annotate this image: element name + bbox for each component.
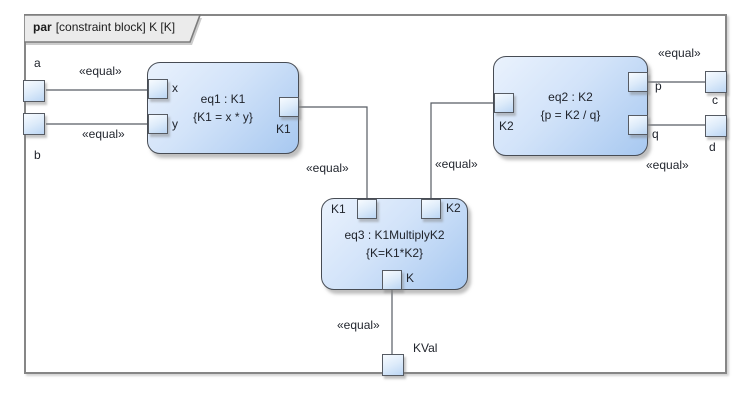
- stereotype-label-k-kval: «equal»: [337, 318, 380, 332]
- stereotype-label-a-x: «equal»: [79, 64, 122, 78]
- connector-k2-k2[interactable]: [430, 102, 494, 200]
- port-c[interactable]: [705, 71, 727, 93]
- port-eq3-k2[interactable]: [421, 199, 441, 219]
- port-label-eq1-k1: K1: [276, 122, 291, 136]
- block-name: eq2 : K2: [548, 90, 593, 104]
- constraint-block-eq2[interactable]: eq2 : K2 {p = K2 / q}: [493, 56, 648, 156]
- port-label-eq3-k1: K1: [331, 202, 346, 216]
- port-kval[interactable]: [382, 354, 404, 376]
- block-name: eq3 : K1MultiplyK2: [344, 228, 445, 242]
- port-label-b: b: [34, 148, 41, 162]
- port-a[interactable]: [23, 80, 45, 102]
- port-eq2-q[interactable]: [628, 115, 648, 135]
- port-eq1-x[interactable]: [148, 79, 168, 99]
- port-eq1-y[interactable]: [148, 114, 168, 134]
- port-b[interactable]: [23, 113, 45, 135]
- port-label-d: d: [709, 140, 716, 154]
- port-label-eq1-y: y: [172, 117, 178, 131]
- port-eq3-k[interactable]: [382, 270, 402, 290]
- port-label-eq3-k: K: [406, 271, 415, 285]
- stereotype-label-p-c: «equal»: [658, 46, 701, 60]
- block-constraint: {p = K2 / q}: [540, 108, 601, 122]
- port-label-c: c: [712, 93, 718, 107]
- port-label-kval: KVal: [413, 341, 438, 355]
- stereotype-label-k1-k1: «equal»: [306, 161, 349, 175]
- port-eq2-p[interactable]: [628, 72, 648, 92]
- stereotype-label-b-y: «equal»: [82, 127, 125, 141]
- stereotype-label-q-d: «equal»: [646, 158, 689, 172]
- port-label-eq3-k2: K2: [446, 201, 461, 215]
- port-eq1-k1[interactable]: [279, 97, 299, 117]
- frame-tab: [24, 14, 202, 45]
- block-constraint: {K=K1*K2}: [365, 246, 424, 260]
- port-eq3-k1[interactable]: [357, 199, 377, 219]
- port-label-eq2-k2: K2: [499, 119, 514, 133]
- port-label-eq2-p: p: [655, 79, 662, 93]
- diagram-frame: [24, 14, 727, 374]
- block-constraint: {K1 = x * y}: [193, 110, 253, 124]
- block-name: eq1 : K1: [200, 92, 246, 106]
- frame-tab-shape: [24, 14, 202, 43]
- port-d[interactable]: [705, 115, 727, 137]
- connector-k1-k1[interactable]: [299, 106, 368, 200]
- port-eq2-k2[interactable]: [494, 93, 514, 113]
- frame-title: [constraint block] K [K]: [55, 20, 176, 34]
- port-label-eq2-q: q: [652, 127, 659, 141]
- frame-tab-label: par[constraint block] K [K]: [33, 20, 175, 34]
- port-label-eq1-x: x: [172, 81, 178, 95]
- frame-keyword: par: [33, 20, 52, 34]
- constraint-block-eq1[interactable]: eq1 : K1 {K1 = x * y}: [147, 62, 299, 154]
- stereotype-label-k2-k2: «equal»: [435, 157, 478, 171]
- port-label-a: a: [34, 56, 41, 70]
